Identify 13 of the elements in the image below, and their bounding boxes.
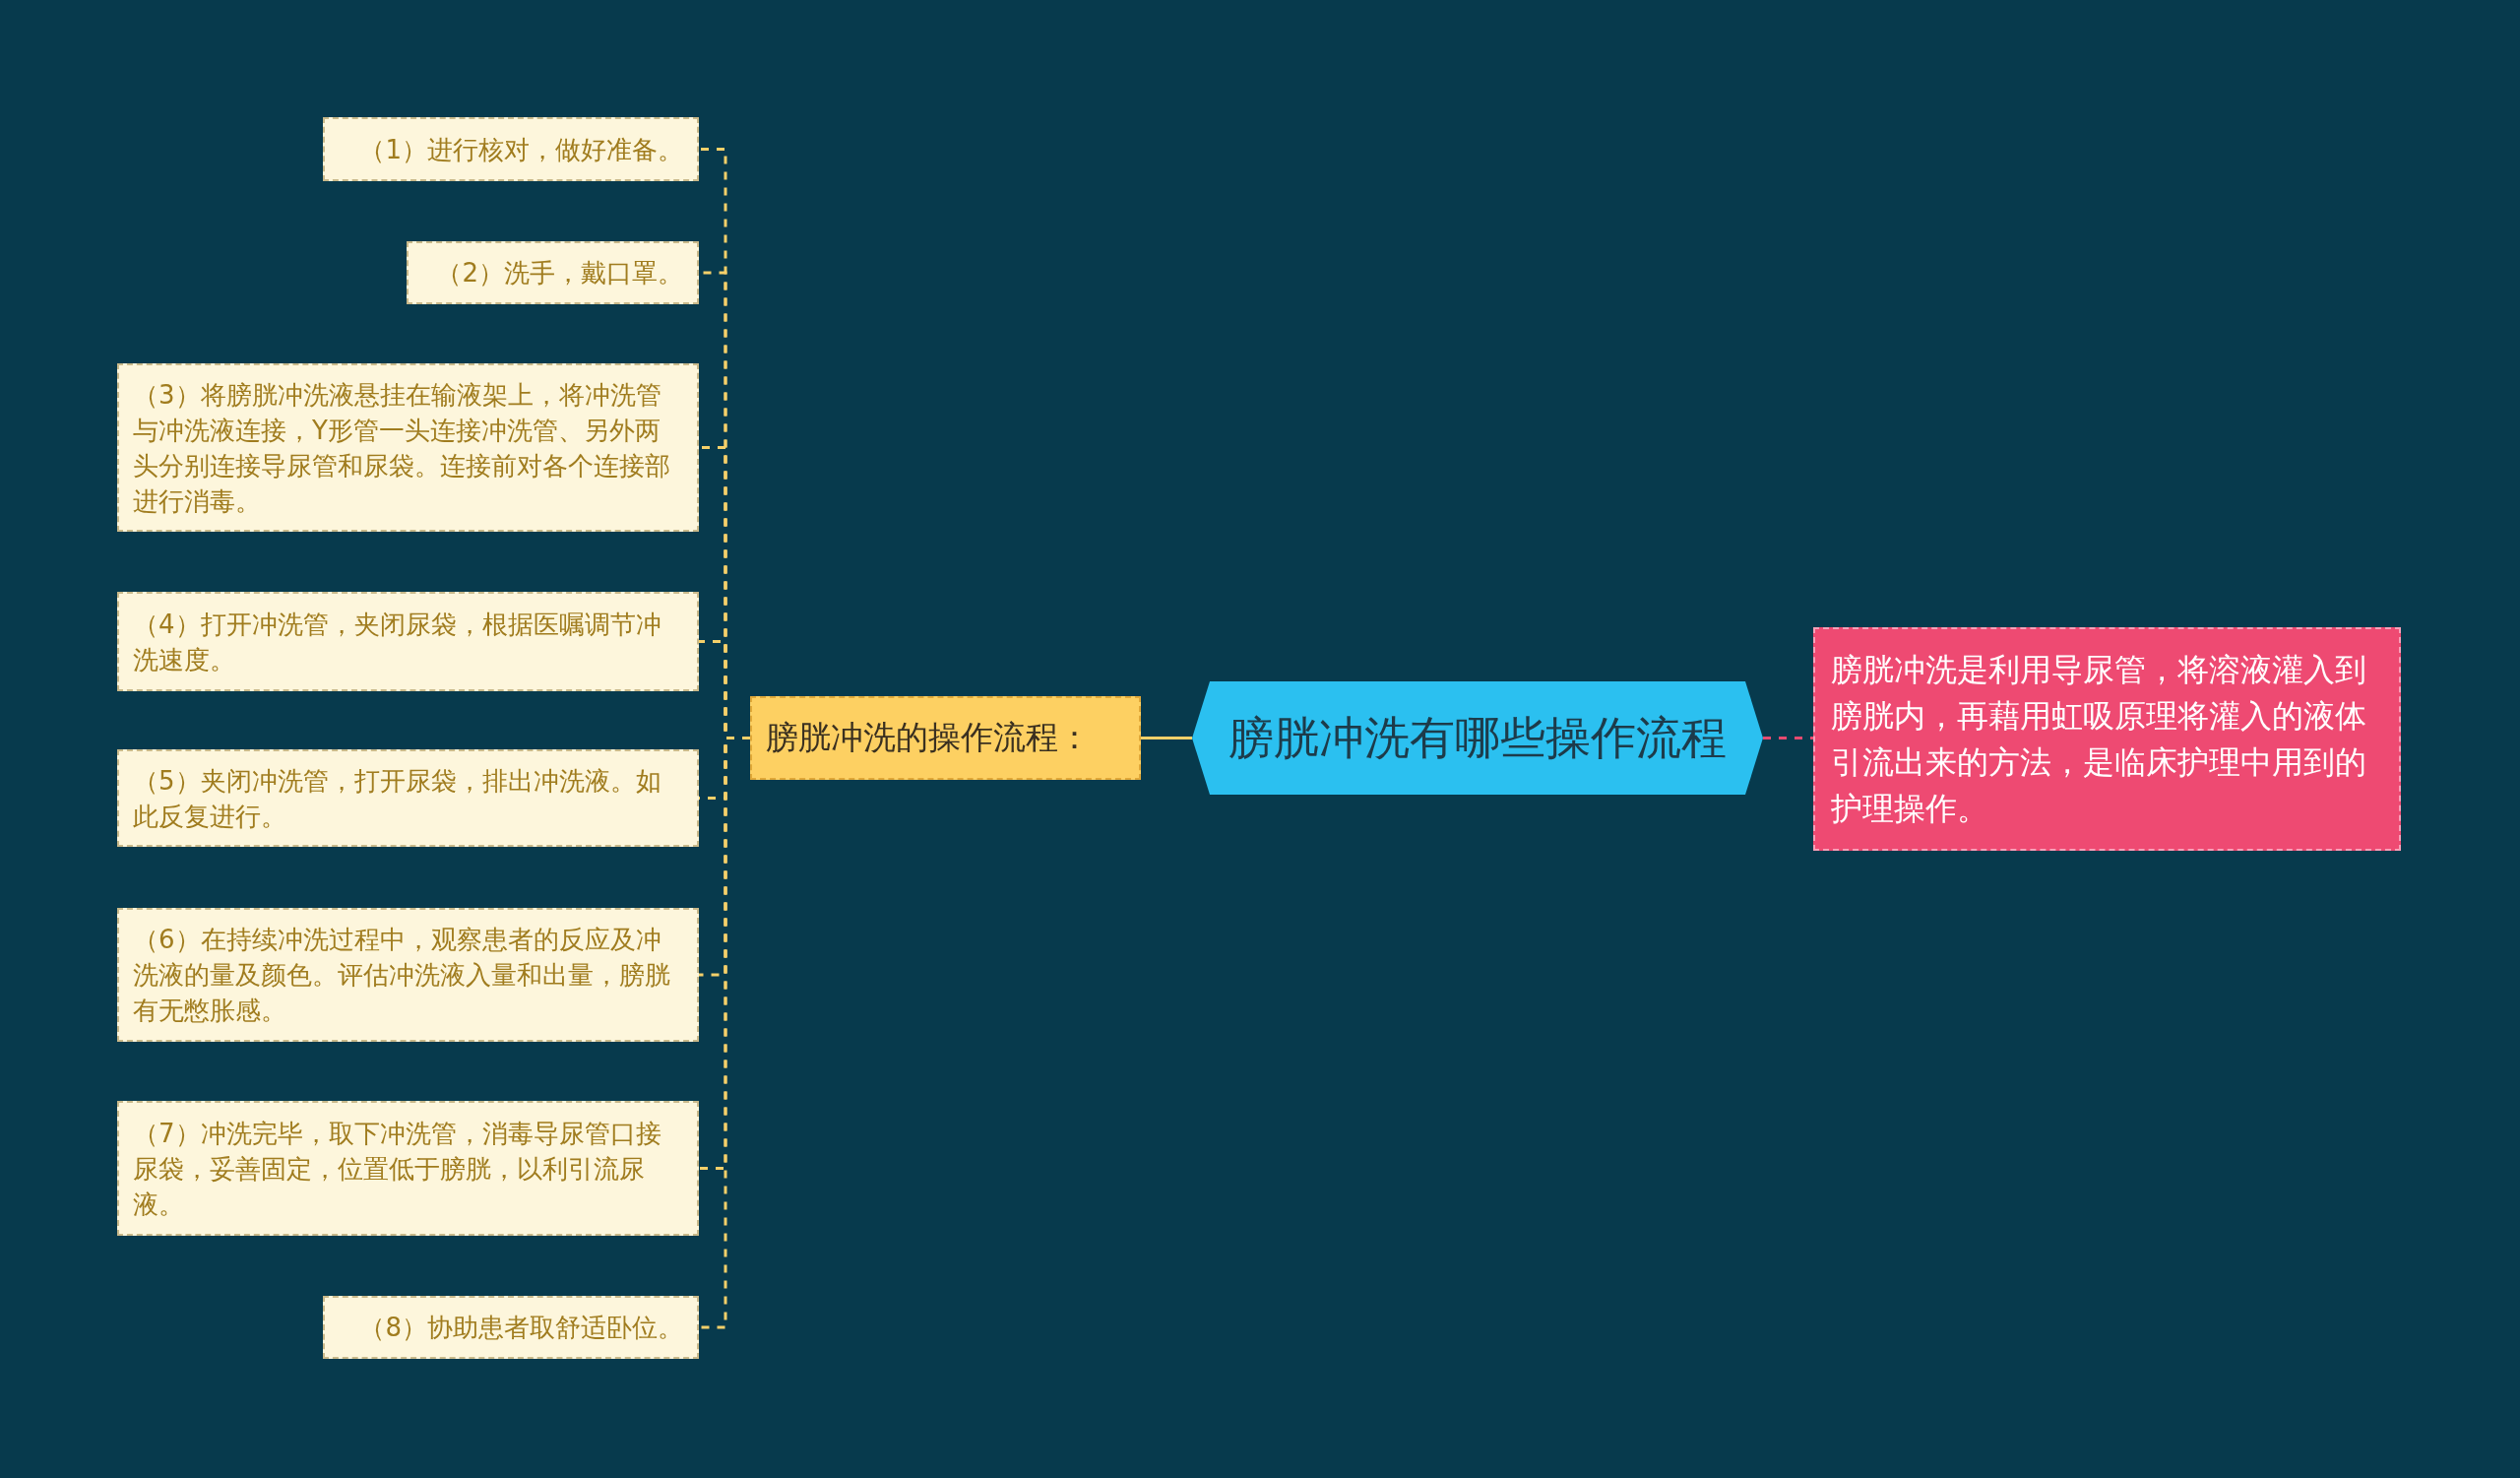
note-box: 膀胱冲洗是利用导尿管，将溶液灌入到膀胱内，再藉用虹吸原理将灌入的液体引流出来的方法，是临床护理中用到的护理操作。	[1813, 627, 2401, 851]
connector-line	[1141, 737, 1192, 739]
step-box: （6）在持续冲洗过程中，观察患者的反应及冲洗液的量及颜色。评估冲洗液入量和出量，膀胱有无憋胀感。	[117, 908, 699, 1042]
topic-box: 膀胱冲洗的操作流程：	[750, 696, 1141, 780]
step-box: （1）进行核对，做好准备。	[323, 117, 699, 181]
step-box: （4）打开冲洗管，夹闭尿袋，根据医嘱调节冲洗速度。	[117, 592, 699, 691]
step-box: （7）冲洗完毕，取下冲洗管，消毒导尿管口接尿袋，妥善固定，位置低于膀胱，以利引流尿液。	[117, 1101, 699, 1236]
step-box: （8）协助患者取舒适卧位。	[323, 1296, 699, 1359]
step-box: （3）将膀胱冲洗液悬挂在输液架上，将冲洗管与冲洗液连接，Y形管一头连接冲洗管、另外两头分别连接导尿管和尿袋。连接前对各个连接部进行消毒。	[117, 363, 699, 532]
connector-line	[1763, 737, 1813, 739]
hexagon-node: 膀胱冲洗有哪些操作流程	[1192, 681, 1763, 795]
step-box: （5）夹闭冲洗管，打开尿袋，排出冲洗液。如此反复进行。	[117, 749, 699, 847]
step-box: （2）洗手，戴口罩。	[407, 241, 699, 304]
